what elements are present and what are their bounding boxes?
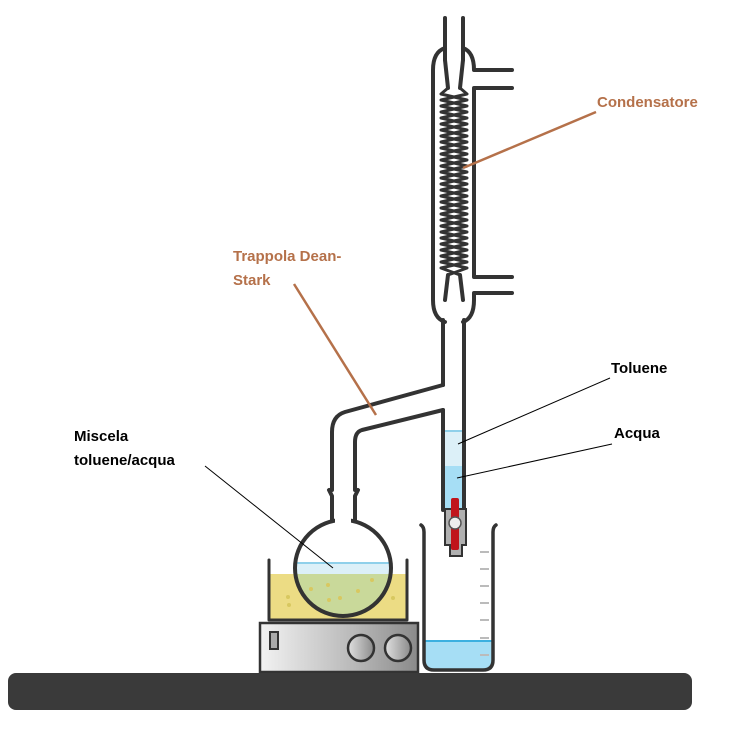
toluene-layer (445, 430, 463, 466)
condenser-leader (462, 110, 597, 170)
beaker (419, 523, 498, 672)
mixture-leader (204, 465, 334, 569)
trap-leader (292, 283, 378, 416)
water-label: Acqua (614, 425, 660, 442)
toluene-label: Toluene (611, 360, 668, 377)
condenser-label: Condensatore (597, 94, 698, 111)
water-leader (456, 443, 613, 479)
knob[interactable] (383, 633, 413, 663)
trap-label-line2: Stark (233, 272, 271, 289)
mixture-label-line1: Miscela (74, 428, 129, 445)
condenser (431, 16, 514, 324)
stopcock[interactable] (444, 498, 467, 557)
mixture-label-line2: toluene/acqua (74, 452, 175, 469)
hot-plate (258, 621, 420, 674)
bench (8, 673, 692, 710)
trap-label-line1: Trappola Dean- (233, 248, 342, 265)
knob[interactable] (346, 633, 376, 663)
toluene-leader (457, 377, 611, 445)
water-layer (445, 466, 463, 508)
